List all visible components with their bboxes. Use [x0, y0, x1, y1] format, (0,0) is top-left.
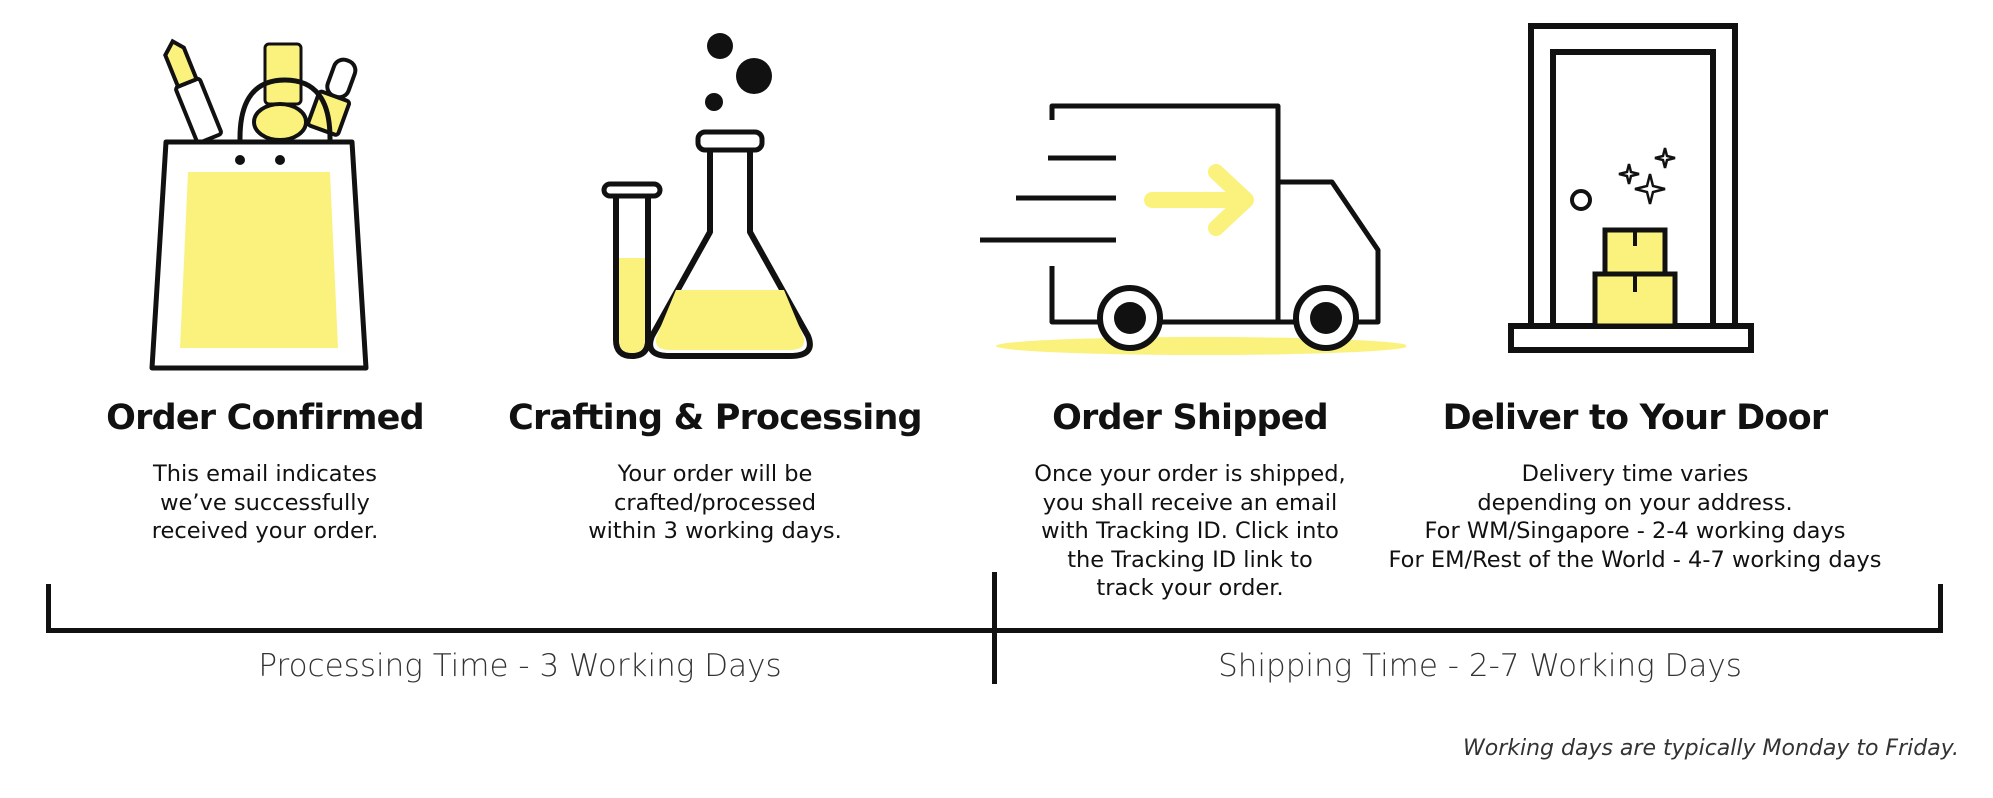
step-title: Order Shipped	[1052, 398, 1329, 438]
door-with-parcels-icon	[1508, 23, 1754, 353]
step-description: Once your order is shipped, you shall re…	[980, 460, 1400, 603]
delivery-truck-icon	[980, 103, 1406, 355]
description-line: within 3 working days.	[588, 518, 842, 544]
description-line: Once your order is shipped,	[1034, 461, 1346, 487]
description-line: you shall receive an email	[1042, 489, 1338, 516]
step-title: Deliver to Your Door	[1442, 398, 1829, 438]
step-order-shipped: Order Shipped Once your order is shipped…	[980, 0, 1406, 620]
description-line: with Tracking ID. Click into	[1041, 518, 1339, 544]
step-order-confirmed: Order Confirmed This email indicates we’…	[70, 0, 460, 600]
shipping-time-label: Shipping Time - 2-7 Working Days	[1218, 648, 1742, 684]
step-description: Delivery time varies depending on your a…	[1380, 460, 1890, 574]
description-line: This email indicates	[153, 461, 377, 487]
shopping-bag-icon	[149, 38, 369, 371]
description-line: we’ve successfully	[160, 489, 370, 516]
description-line: track your order.	[1096, 575, 1284, 601]
description-line: received your order.	[151, 518, 379, 544]
description-line: Your order will be	[617, 461, 813, 487]
processing-time-label: Processing Time - 3 Working Days	[258, 648, 782, 684]
description-line: Delivery time varies	[1521, 461, 1749, 487]
step-title: Order Confirmed	[106, 398, 424, 438]
working-days-footnote: Working days are typically Monday to Fri…	[1462, 736, 1959, 761]
lab-flask-icon	[601, 33, 813, 360]
description-line: depending on your address.	[1477, 489, 1793, 516]
step-description: This email indicates we’ve successfully …	[70, 460, 460, 546]
step-description: Your order will be crafted/processed wit…	[500, 460, 930, 546]
description-line: For EM/Rest of the World - 4-7 working d…	[1388, 546, 1882, 573]
step-title: Crafting & Processing	[508, 398, 922, 438]
step-crafting-processing: Crafting & Processing Your order will be…	[500, 0, 930, 600]
description-line: For WM/Singapore - 2-4 working days	[1424, 518, 1846, 544]
step-deliver-to-door: Deliver to Your Door Delivery time varie…	[1380, 0, 1890, 600]
timeline-end-tick	[1938, 584, 1943, 633]
description-line: the Tracking ID link to	[1067, 546, 1313, 573]
timeline-start-tick	[46, 584, 51, 633]
description-line: crafted/processed	[613, 489, 817, 516]
timeline-divider-tick	[992, 572, 997, 684]
